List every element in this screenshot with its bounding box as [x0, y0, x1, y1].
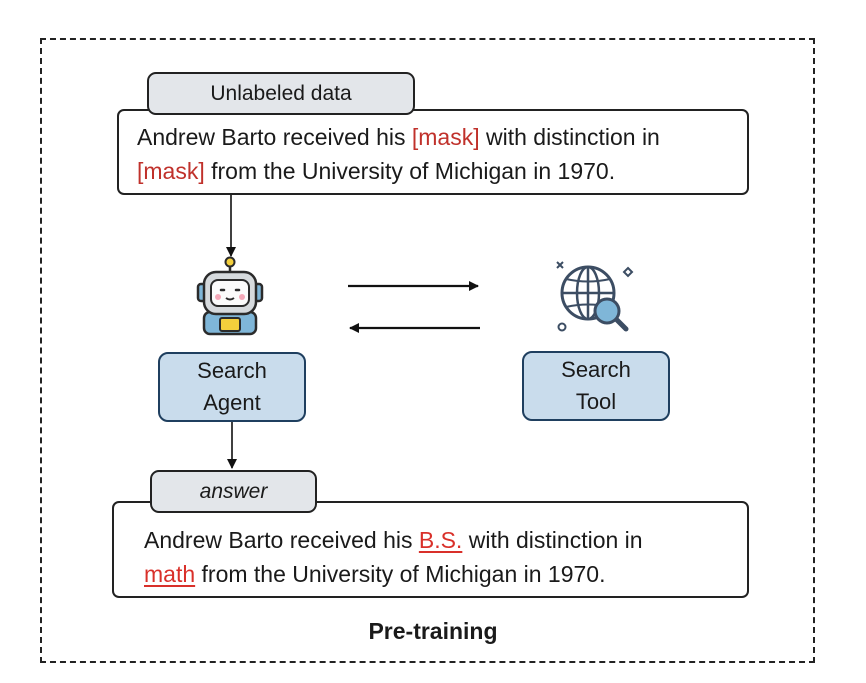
input-line-1: Andrew Barto received his [mask] with di…	[137, 124, 660, 150]
input-text-box: Andrew Barto received his [mask] with di…	[117, 109, 749, 195]
answer-token: B.S.	[418, 527, 463, 553]
mask-token: [mask]	[137, 158, 205, 184]
pretraining-title: Pre-training	[368, 618, 498, 644]
answer-text-box: Andrew Barto received his B.S. with dist…	[112, 501, 749, 598]
answer-line-1: Andrew Barto received his B.S. with dist…	[144, 527, 643, 553]
search-agent-node: Search Agent	[158, 352, 306, 422]
pretraining-frame	[40, 38, 815, 663]
input-line-2: [mask] from the University of Michigan i…	[137, 158, 616, 184]
unlabeled-data-tag: Unlabeled data	[147, 72, 415, 115]
answer-token: math	[144, 561, 196, 587]
answer-line-2: math from the University of Michigan in …	[144, 561, 606, 587]
answer-tag: answer	[150, 470, 317, 513]
mask-token: [mask]	[411, 124, 480, 150]
search-tool-node: Search Tool	[522, 351, 670, 421]
